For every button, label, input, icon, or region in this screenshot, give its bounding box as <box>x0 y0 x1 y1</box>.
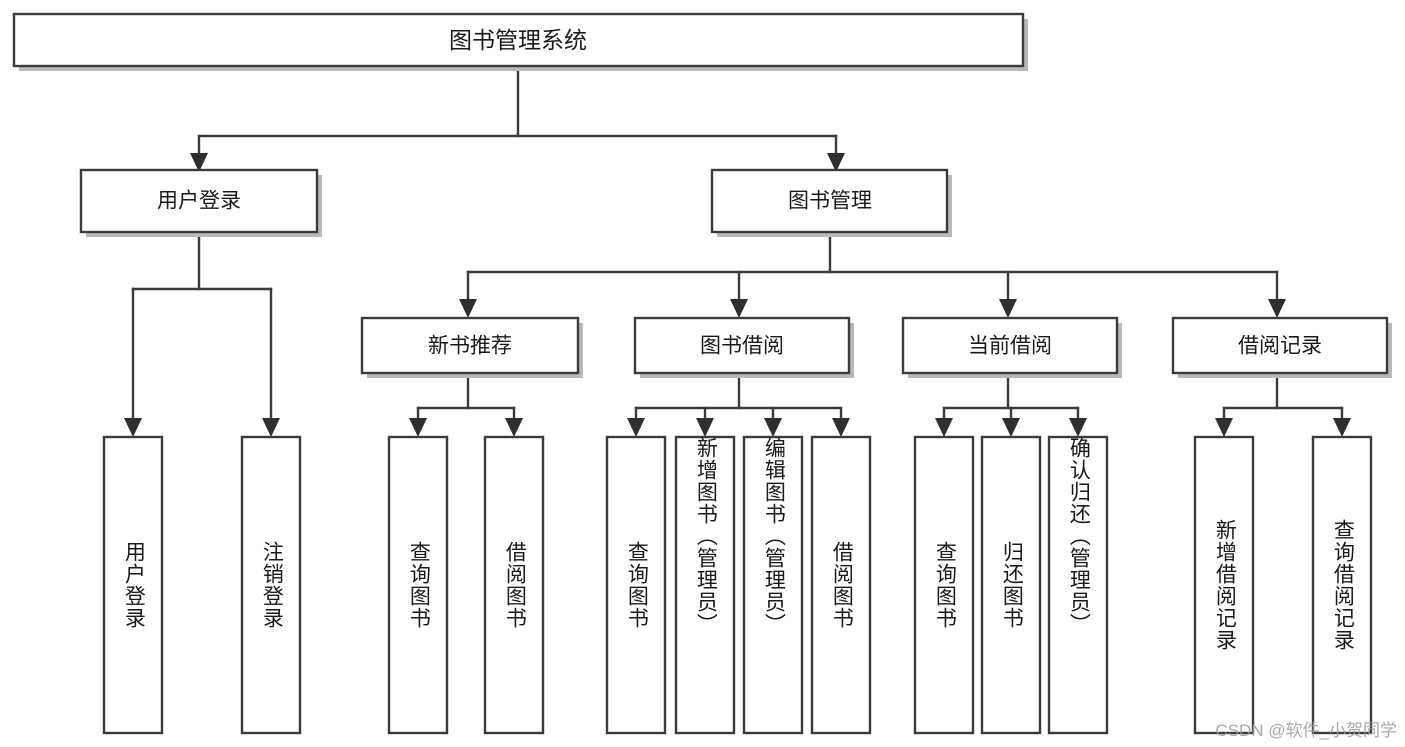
arrowhead-leaf-query-book-3 <box>935 418 953 437</box>
node-borrow-record-label: 借阅记录 <box>1238 335 1322 358</box>
arrowhead-leaf-query-book-1 <box>409 418 427 437</box>
node-leaf-query-book-2-box[interactable] <box>605 435 667 735</box>
node-user-login-label: 用户登录 <box>157 190 241 213</box>
node-book-manage[interactable]: 图书管理 <box>710 168 952 237</box>
node-leaf-confirm-return-box[interactable] <box>1047 435 1109 735</box>
node-book-manage-label: 图书管理 <box>788 190 872 213</box>
arrowhead-new-book-recommend <box>459 299 477 318</box>
edge-group <box>124 64 1351 437</box>
node-leaf-borrow-book-2-box[interactable] <box>810 435 872 735</box>
node-book-manage-box[interactable] <box>710 168 949 234</box>
arrowhead-leaf-add-record <box>1215 418 1233 437</box>
arrowhead-book-borrow <box>730 299 748 318</box>
node-book-borrow-label: 图书借阅 <box>700 335 784 358</box>
arrowhead-book-manage <box>827 153 845 172</box>
arrowhead-leaf-confirm-return <box>1069 418 1087 437</box>
node-borrow-record-box[interactable] <box>1171 316 1389 375</box>
arrowhead-borrow-record <box>1268 299 1286 318</box>
node-leaf-add-book-box[interactable] <box>674 435 736 735</box>
node-leaf-query-record-box[interactable] <box>1311 435 1373 735</box>
arrowhead-leaf-user-login <box>124 418 142 437</box>
arrowhead-leaf-logout <box>262 418 280 437</box>
arrowhead-leaf-borrow-book-1 <box>505 418 523 437</box>
arrowhead-leaf-query-book-2 <box>627 418 645 437</box>
node-user-login[interactable]: 用户登录 <box>79 168 322 237</box>
node-leaf-query-book-3-box[interactable] <box>913 435 975 735</box>
node-new-book-recommend-box[interactable] <box>360 316 580 375</box>
node-leaf-query-book-1-box[interactable] <box>387 435 449 735</box>
arrowhead-leaf-edit-book <box>764 418 782 437</box>
arrowhead-current-borrow <box>999 299 1017 318</box>
watermark-text: CSDN @软件_小贺同学 <box>1215 721 1397 740</box>
arrowhead-leaf-query-record <box>1333 418 1351 437</box>
node-leaf-edit-book-box[interactable] <box>742 435 804 735</box>
node-user-login-box[interactable] <box>79 168 319 234</box>
leaf-boxes <box>102 435 1373 735</box>
node-leaf-return-book-box[interactable] <box>980 435 1042 735</box>
node-borrow-record[interactable]: 借阅记录 <box>1171 316 1392 378</box>
node-root-box[interactable] <box>12 12 1025 68</box>
node-new-book-recommend[interactable]: 新书推荐 <box>360 316 583 378</box>
node-book-borrow[interactable]: 图书借阅 <box>633 316 854 378</box>
node-current-borrow-box[interactable] <box>901 316 1119 375</box>
node-new-book-recommend-label: 新书推荐 <box>428 335 512 358</box>
node-book-borrow-box[interactable] <box>633 316 851 375</box>
arrowhead-leaf-return-book <box>1002 418 1020 437</box>
arrowhead-user-login <box>190 153 208 172</box>
node-leaf-borrow-book-1-box[interactable] <box>483 435 545 735</box>
node-root-label: 图书管理系统 <box>449 27 587 53</box>
node-leaf-user-login-box[interactable] <box>102 435 164 735</box>
node-root[interactable]: 图书管理系统 <box>12 12 1028 71</box>
arrowhead-leaf-add-book <box>696 418 714 437</box>
node-leaf-add-record-box[interactable] <box>1193 435 1255 735</box>
node-current-borrow-label: 当前借阅 <box>968 335 1052 358</box>
node-current-borrow[interactable]: 当前借阅 <box>901 316 1122 378</box>
node-leaf-logout-box[interactable] <box>240 435 302 735</box>
arrowhead-leaf-borrow-book-2 <box>832 418 850 437</box>
